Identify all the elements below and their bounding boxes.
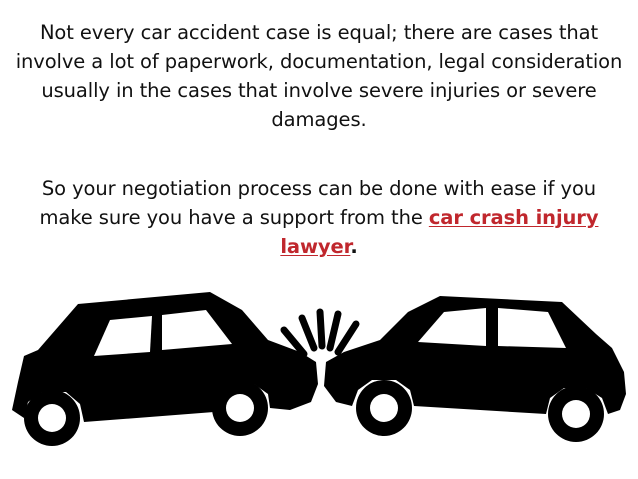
car-right-icon bbox=[324, 296, 626, 442]
car-crash-illustration bbox=[12, 292, 626, 446]
cta-paragraph: So your negotiation process can be done … bbox=[14, 174, 624, 261]
car-left-icon bbox=[12, 292, 318, 446]
cta-period: . bbox=[350, 235, 358, 258]
car-crash-injury-lawyer-link[interactable]: car crash injury lawyer bbox=[280, 206, 599, 258]
intro-paragraph: Not every car accident case is equal; th… bbox=[15, 21, 623, 131]
cta-text: So your negotiation process can be done … bbox=[39, 177, 597, 229]
impact-lines-icon bbox=[280, 308, 360, 358]
